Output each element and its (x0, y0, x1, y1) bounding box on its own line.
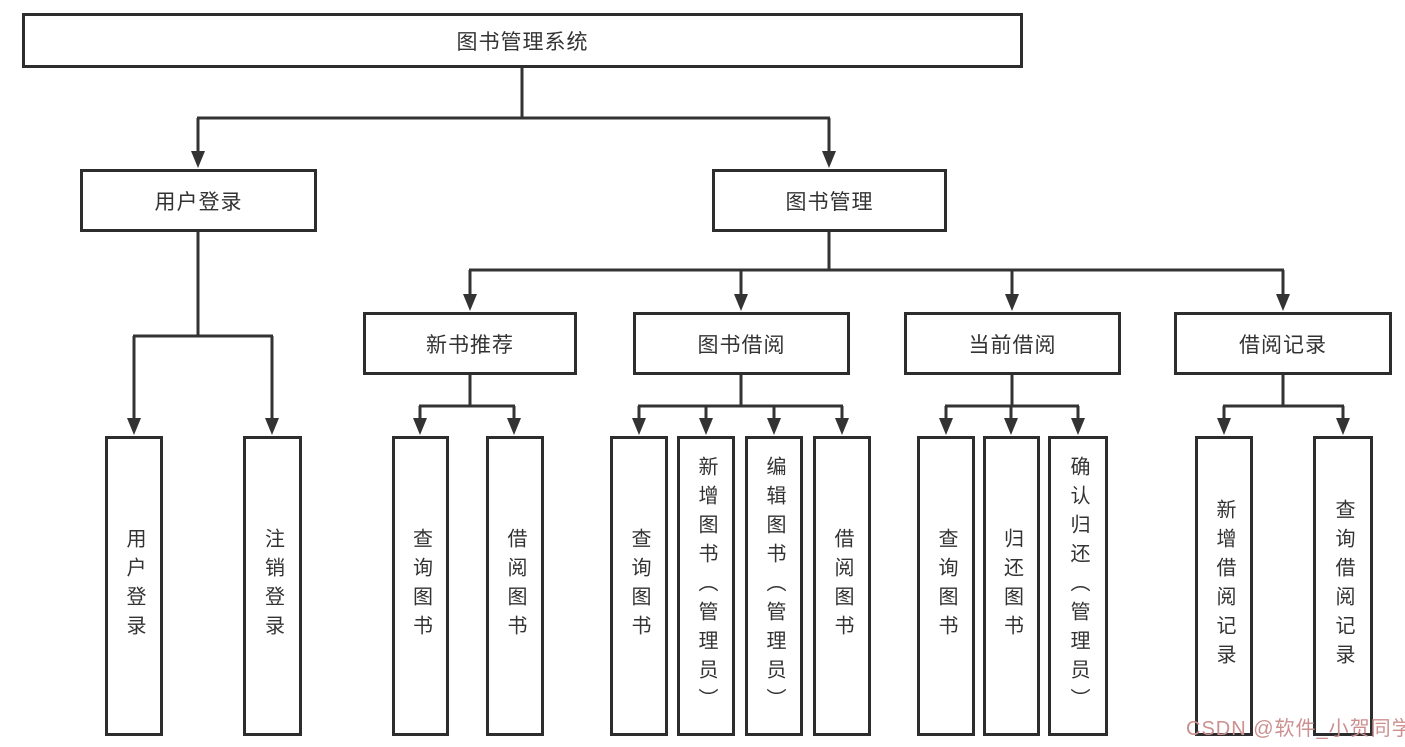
leaf-label: 查询图书 (409, 528, 432, 644)
leaf-return-books: 归还图书 (983, 436, 1040, 736)
node-label: 图书管理 (785, 190, 874, 214)
node-library-management-system: 图书管理系统 (22, 13, 1023, 68)
node-book-borrowing: 图书借阅 (633, 312, 850, 375)
node-label: 当前借阅 (968, 333, 1057, 357)
leaf-label: 查询图书 (935, 528, 957, 644)
node-label: 图书管理系统 (456, 30, 589, 54)
leaf-query-books-borrowing: 查询图书 (610, 436, 668, 736)
arrowheads (127, 151, 1350, 435)
node-label: 借阅记录 (1239, 333, 1327, 357)
leaf-borrow-books-newbook: 借阅图书 (486, 436, 544, 736)
leaf-confirm-return-admin: 确认归还（管理员） (1048, 436, 1108, 736)
node-user-login: 用户登录 (80, 169, 317, 232)
node-label: 图书借阅 (697, 333, 786, 357)
leaf-label: 查询图书 (628, 528, 650, 644)
leaf-label: 借阅图书 (831, 528, 853, 644)
node-current-borrowing: 当前借阅 (904, 312, 1121, 375)
leaf-borrow-books-borrowing: 借阅图书 (813, 436, 871, 736)
leaf-query-books-newbook: 查询图书 (392, 436, 449, 736)
csdn-watermark: CSDN @软件_小贺同学 (1186, 718, 1405, 740)
node-label: 新书推荐 (426, 333, 514, 357)
leaf-edit-books-admin: 编辑图书（管理员） (745, 436, 803, 736)
node-book-management: 图书管理 (712, 169, 947, 232)
leaf-user-login: 用户登录 (105, 436, 163, 736)
node-label: 用户登录 (154, 190, 243, 214)
leaf-label: 查询借阅记录 (1332, 499, 1354, 673)
leaf-label: 新增借阅记录 (1213, 499, 1235, 673)
node-new-book-recommend: 新书推荐 (363, 312, 577, 375)
leaf-label: 编辑图书（管理员） (763, 455, 785, 717)
leaf-query-books-current: 查询图书 (917, 436, 975, 736)
leaf-logout: 注销登录 (243, 436, 302, 736)
leaf-label: 归还图书 (1000, 528, 1023, 644)
leaf-label: 新增图书（管理员） (695, 455, 717, 717)
leaf-add-borrow-record: 新增借阅记录 (1195, 436, 1253, 736)
leaf-query-borrow-record: 查询借阅记录 (1313, 436, 1373, 736)
leaf-label: 确认归还（管理员） (1067, 455, 1089, 717)
leaf-label: 注销登录 (261, 528, 284, 644)
leaf-add-books-admin: 新增图书（管理员） (677, 436, 735, 736)
leaf-label: 用户登录 (123, 528, 145, 644)
leaf-label: 借阅图书 (504, 528, 526, 644)
node-borrow-records: 借阅记录 (1174, 312, 1392, 375)
